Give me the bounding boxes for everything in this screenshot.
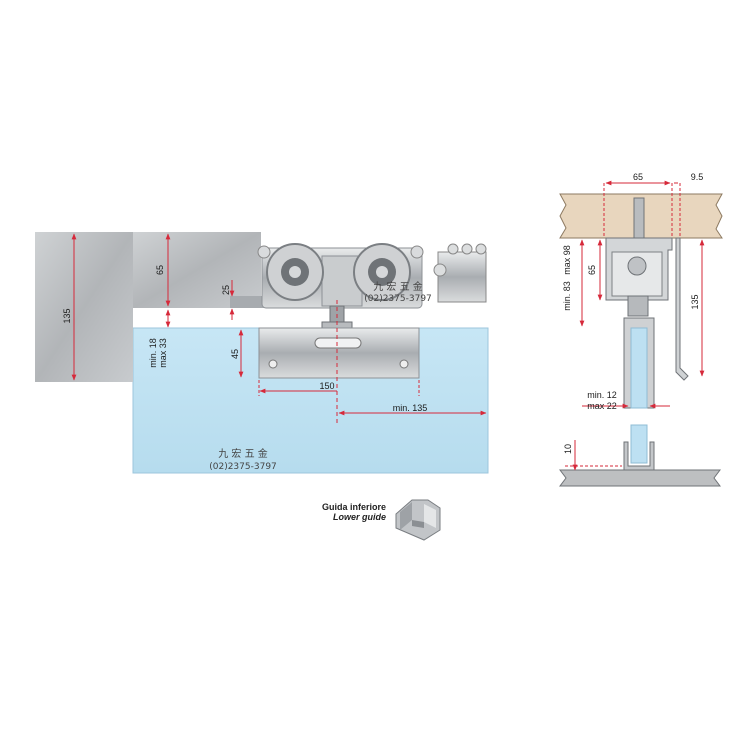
lower-guide-caption: Guida inferiore Lower guide	[300, 502, 386, 522]
dim-range-max: max 98	[562, 245, 572, 275]
lower-guide-label-it: Guida inferiore	[321, 502, 386, 512]
dim-clamp-width: 150	[319, 381, 334, 391]
side-glass-upper	[630, 327, 648, 409]
dim-clamp-height: 45	[230, 349, 240, 359]
wall-block	[35, 232, 133, 382]
dim-top-width: 65	[633, 172, 643, 182]
dim-clearance-min: min. 18	[148, 338, 158, 368]
track-lip	[230, 296, 264, 308]
front-view: 135 65 25 min. 18 max 33 45 150 min. 135…	[35, 232, 489, 474]
dim-glass-min: min. 12	[587, 390, 617, 400]
lower-guide-illustration	[395, 499, 441, 541]
dim-top-offset: 9.5	[691, 172, 704, 182]
watermark-roller-phone: (02)2375-3797	[364, 294, 432, 304]
side-dimensions	[565, 180, 705, 471]
dim-total-height: 135	[690, 294, 700, 309]
dim-glass-max: max 22	[587, 401, 617, 411]
dim-edge-min: min. 135	[393, 403, 428, 413]
dim-clearance-max: max 33	[158, 338, 168, 368]
dim-range-min: min. 83	[562, 281, 572, 311]
dim-wall-height: 135	[62, 308, 72, 323]
dim-inner-height: 65	[587, 265, 597, 275]
track-profile	[133, 232, 261, 308]
watermark-glass-name: 九 宏 五 金	[218, 447, 268, 460]
watermark-glass-phone: (02)2375-3797	[209, 462, 277, 472]
roller-carriage	[257, 243, 424, 309]
side-view: 65 9.5 min. 83 max 98 65 135 min. 12 max…	[559, 172, 723, 487]
dim-guide-height: 10	[563, 444, 573, 454]
dim-track-height: 65	[155, 265, 165, 275]
floor	[559, 469, 721, 487]
side-glass-lower	[630, 424, 648, 464]
front-dimensions	[71, 233, 487, 425]
end-stopper	[433, 243, 487, 303]
dim-gap: 25	[221, 285, 231, 295]
glass-clamp	[258, 327, 420, 379]
lower-guide-label-en: Lower guide	[332, 512, 386, 522]
watermark-roller-name: 九 宏 五 金	[373, 280, 423, 293]
